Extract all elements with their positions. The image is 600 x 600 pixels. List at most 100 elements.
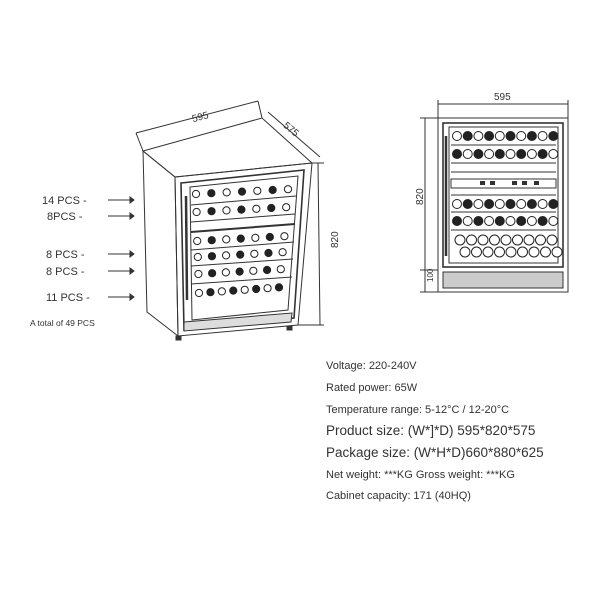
bottle-end xyxy=(548,131,559,141)
bottle-end xyxy=(459,246,471,258)
bottle-end xyxy=(236,234,245,243)
pcs-label-1: 14 PCS - xyxy=(42,195,87,207)
bottle-end xyxy=(548,216,559,226)
left-height-dim: 820 xyxy=(330,231,341,248)
bottle-end xyxy=(221,268,230,277)
right-width-dim: 595 xyxy=(494,92,511,103)
left-depth-dim: 575 xyxy=(281,120,301,139)
front-door xyxy=(442,122,564,268)
right-base-dim: 100 xyxy=(426,268,435,282)
bottle-end xyxy=(494,149,505,159)
bottle-end xyxy=(548,149,559,159)
bottle-end xyxy=(540,246,551,258)
bottle-end xyxy=(268,185,277,195)
bottle-end xyxy=(482,246,494,258)
spec-capacity: Cabinet capacity: 171 (40HQ) xyxy=(326,490,471,502)
bottle-end xyxy=(452,216,462,226)
bottle-end xyxy=(222,188,231,197)
bottle-end xyxy=(462,199,473,209)
bottle-end xyxy=(454,234,466,246)
bottle-end xyxy=(267,203,276,213)
bottle-end xyxy=(512,234,523,246)
cabinet-side-face xyxy=(142,149,179,338)
bottle-end xyxy=(250,249,259,258)
bottle-end xyxy=(500,234,512,246)
bottle-end xyxy=(265,232,274,242)
bottle-end xyxy=(516,216,527,226)
bottle-end xyxy=(276,265,285,274)
bottle-end xyxy=(452,199,462,209)
bottle-end xyxy=(217,287,226,296)
pcs-arrows xyxy=(108,196,135,301)
bottle-end xyxy=(494,246,505,258)
bottle-end xyxy=(194,288,204,298)
bottle-end xyxy=(505,199,516,209)
bottle-end xyxy=(494,199,505,209)
bottle-end xyxy=(526,131,537,141)
bottle-end xyxy=(537,216,548,226)
bottle-end xyxy=(477,234,489,246)
bottle-end xyxy=(526,199,537,209)
bottle-end xyxy=(517,246,528,258)
bottle-end xyxy=(523,234,535,246)
bottle-end xyxy=(484,149,495,159)
spec-voltage: Voltage: 220-240V xyxy=(326,360,417,372)
bottle-end xyxy=(192,207,201,217)
bottle-end xyxy=(252,204,261,213)
kick-plate xyxy=(183,312,293,332)
bottle-end xyxy=(516,149,527,159)
bottle-end xyxy=(484,216,495,226)
right-height-dim: 820 xyxy=(415,188,426,205)
pcs-label-4: 8 PCS - xyxy=(46,266,85,278)
bottle-end xyxy=(452,149,462,159)
spec-package-size: Package size: (W*H*D)660*880*625 xyxy=(326,445,544,460)
bottle-end xyxy=(252,284,261,294)
bottle-end xyxy=(462,216,473,226)
bottle-end xyxy=(452,131,462,141)
bottle-end xyxy=(191,189,201,199)
bottle-end xyxy=(473,216,484,226)
bottle-end xyxy=(471,246,482,258)
left-width-dim: 595 xyxy=(191,110,210,125)
front-bottles xyxy=(452,131,563,258)
bottle-end xyxy=(484,131,495,141)
bottle-end xyxy=(505,216,516,226)
bottle-end xyxy=(526,216,537,226)
bottle-end xyxy=(221,251,231,260)
bottle-end xyxy=(207,207,216,216)
bottle-end xyxy=(207,236,216,245)
spec-power: Rated power: 65W xyxy=(326,382,418,394)
bottle-end xyxy=(537,149,548,159)
perspective-view xyxy=(135,100,324,341)
bottle-end xyxy=(240,285,249,294)
bottle-end xyxy=(222,235,231,244)
bottle-end xyxy=(462,149,473,159)
front-outer xyxy=(437,117,569,293)
base-grille xyxy=(442,271,564,289)
bottle-end xyxy=(274,283,284,292)
bottle-end xyxy=(207,189,216,198)
bottle-end xyxy=(526,149,537,159)
spec-temperature: Temperature range: 5-12°C / 12-20°C xyxy=(326,404,510,416)
bottle-end xyxy=(494,216,505,226)
bottle-end xyxy=(462,131,473,141)
bottle-end xyxy=(283,185,293,194)
bottle-end xyxy=(473,149,484,159)
bottle-end xyxy=(282,203,291,212)
bottle-end xyxy=(262,265,272,275)
bottle-end xyxy=(473,199,484,209)
bottle-end xyxy=(237,205,246,214)
door-handle xyxy=(184,195,189,301)
pcs-label-5: 11 PCS - xyxy=(46,292,90,304)
bottle-end xyxy=(278,248,287,257)
bottle-end xyxy=(546,234,558,246)
bottle-end xyxy=(484,199,495,209)
bottle-end xyxy=(280,232,289,241)
bottle-end xyxy=(236,250,245,259)
control-panel xyxy=(450,178,557,189)
bottle-end xyxy=(194,269,203,279)
total-label: A total of 49 PCS xyxy=(30,318,95,328)
spec-product-size: Product size: (W*]*D) 595*820*575 xyxy=(326,423,536,438)
bottle-end xyxy=(516,199,527,209)
